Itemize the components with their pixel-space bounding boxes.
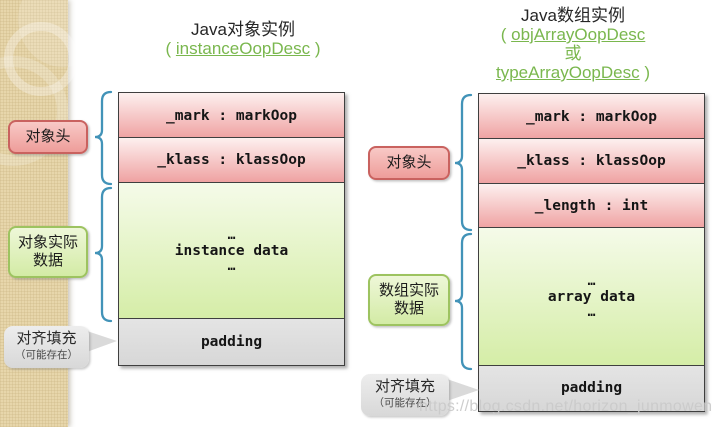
objArrayOopDesc-link[interactable]: objArrayOopDesc: [511, 25, 646, 44]
array-data-label: 数组实际 数据: [368, 274, 450, 326]
padding-callout-right: 对齐填充 （可能存在）: [361, 374, 449, 416]
object-header-label: 对象头: [8, 120, 88, 154]
padding-callout-left: 对齐填充 （可能存在）: [4, 326, 89, 368]
right-diagram-subtitle-line2: typeArrayOopDesc ): [495, 63, 650, 82]
brace-left-data: [94, 186, 113, 323]
row-array-data: … array data …: [478, 227, 705, 367]
theme-side-strip: [0, 0, 108, 427]
right-diagram-title: Java数组实例: [521, 6, 625, 25]
row-instance-data: … instance data …: [118, 181, 345, 320]
right-diagram-title-block: Java数组实例 ( objArrayOopDesc 或 typeArrayOo…: [448, 6, 698, 82]
brace-left-header: [94, 90, 113, 186]
left-diagram-title: Java对象实例: [191, 20, 295, 39]
instanceOopDesc-link[interactable]: instanceOopDesc: [175, 39, 311, 58]
row-klass: _klass : klassOop: [478, 138, 705, 185]
row-padding: padding: [118, 318, 345, 367]
or-word: 或: [564, 44, 582, 63]
array-header-label: 对象头: [368, 146, 450, 180]
right-diagram-subtitle-line1: ( objArrayOopDesc: [500, 25, 646, 44]
bubble-tail-right: [444, 378, 479, 402]
decor-ring-icon: [0, 56, 68, 166]
row-klass: _klass : klassOop: [118, 137, 345, 184]
object-data-label: 对象实际 数据: [8, 226, 88, 278]
brace-right-data: [454, 232, 473, 371]
brace-right-header: [454, 93, 473, 232]
row-mark: _mark : markOop: [118, 92, 345, 139]
row-padding: padding: [478, 364, 705, 412]
left-diagram-title-block: Java对象实例 ( instanceOopDesc ): [118, 20, 368, 58]
array-memory-box: _mark : markOop _klass : klassOop _lengt…: [478, 93, 705, 412]
row-mark: _mark : markOop: [478, 93, 705, 140]
left-diagram-subtitle: ( instanceOopDesc ): [165, 39, 321, 58]
row-length: _length : int: [478, 182, 705, 229]
object-memory-box: _mark : markOop _klass : klassOop … inst…: [118, 92, 345, 367]
typeArrayOopDesc-link[interactable]: typeArrayOopDesc: [495, 63, 640, 82]
